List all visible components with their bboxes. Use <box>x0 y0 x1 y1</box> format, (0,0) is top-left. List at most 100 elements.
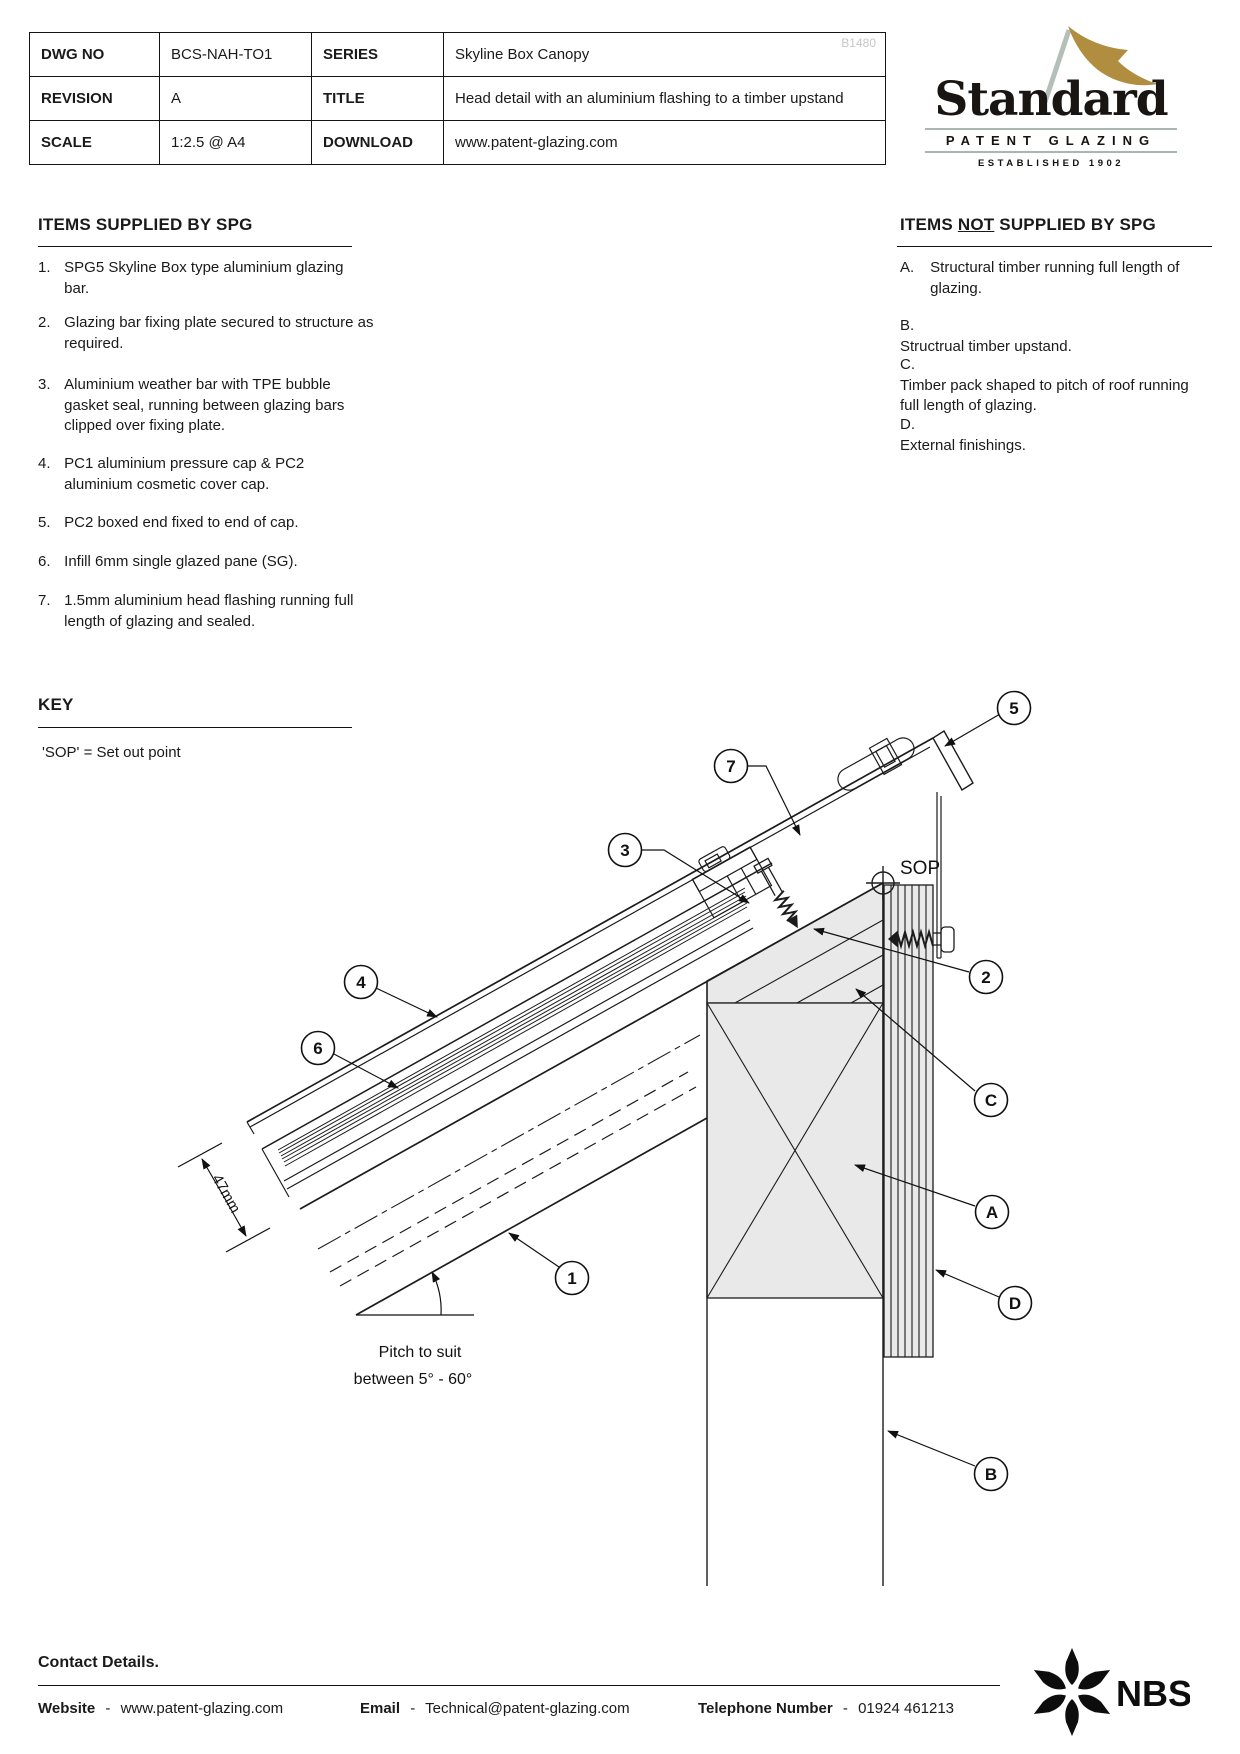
callout-2: 2 <box>968 959 1004 995</box>
pitch-note-line1: Pitch to suit <box>379 1344 462 1361</box>
logo-subtitle: PATENT GLAZING <box>925 128 1177 153</box>
callout-3: 3 <box>607 832 643 868</box>
callout-5: 5 <box>996 690 1032 726</box>
list-item: 2. Glazing bar fixing plate secured to s… <box>38 313 386 354</box>
title-value: Head detail with an aluminium flashing t… <box>443 76 886 121</box>
callout-A: A <box>974 1194 1010 1230</box>
callout-1: 1 <box>554 1260 590 1296</box>
callout-C: C <box>973 1082 1009 1118</box>
callout-6: 6 <box>300 1030 336 1066</box>
screw-icon <box>888 926 955 953</box>
svg-text:3: 3 <box>620 841 629 860</box>
footer-email: Email - Technical@patent-glazing.com <box>360 1700 630 1717</box>
item-text: Structrual timber upstand. <box>900 337 1072 355</box>
svg-text:C: C <box>985 1091 997 1110</box>
item-number: B. <box>900 317 915 334</box>
item-number: 5. <box>38 514 51 531</box>
list-item: 7. 1.5mm aluminium head flashing running… <box>38 591 366 632</box>
scale-label: SCALE <box>29 120 160 165</box>
logo-established: ESTABLISHED 1902 <box>977 158 1125 169</box>
dimension-label: 47mm <box>208 1171 243 1216</box>
item-text: External finishings. <box>900 436 1026 454</box>
nbs-flower-icon <box>1033 1648 1111 1736</box>
company-logo: Standard PATENT GLAZING ESTABLISHED 1902 <box>925 18 1177 169</box>
item-text: Timber pack shaped to pitch of roof runn… <box>900 376 1189 415</box>
svg-text:B: B <box>985 1465 997 1484</box>
sop-label: SOP <box>900 858 940 879</box>
download-value: www.patent-glazing.com <box>443 120 886 165</box>
list-item: 4. PC1 aluminium pressure cap & PC2 alum… <box>38 454 319 495</box>
list-item: 1. SPG5 Skyline Box type aluminium glazi… <box>38 258 349 299</box>
title-label: TITLE <box>311 76 444 121</box>
list-item: B. Structrual timber upstand. <box>900 316 1240 357</box>
footer-website: Website - www.patent-glazing.com <box>38 1700 284 1717</box>
item-number: D. <box>900 416 915 433</box>
download-label: DOWNLOAD <box>311 120 444 165</box>
item-text: SPG5 Skyline Box type aluminium glazing … <box>64 259 344 297</box>
logo-name: Standard <box>934 72 1168 127</box>
series-value: Skyline Box Canopy <box>443 32 886 77</box>
callout-7: 7 <box>713 748 749 784</box>
revision-label: REVISION <box>29 76 160 121</box>
svg-text:A: A <box>986 1203 998 1222</box>
list-item: 3. Aluminium weather bar with TPE bubble… <box>38 375 364 437</box>
item-text: Structural timber running full length of… <box>930 259 1180 297</box>
callout-D: D <box>997 1285 1033 1321</box>
svg-text:1: 1 <box>567 1269 576 1288</box>
not-supplied-divider <box>897 246 1212 247</box>
screw-icon <box>753 857 799 929</box>
item-number: 1. <box>38 259 51 276</box>
item-number: 6. <box>38 553 51 570</box>
scale-value: 1:2.5 @ A4 <box>159 120 312 165</box>
timber-upstand-edges <box>706 883 884 1586</box>
flag-icon <box>1042 26 1158 103</box>
timber-pack-shape <box>706 881 884 1004</box>
supplied-divider <box>38 246 352 247</box>
item-number: 3. <box>38 376 51 393</box>
footer-phone: Telephone Number - 01924 461213 <box>698 1700 955 1717</box>
phone-value: 01924 461213 <box>858 1700 955 1717</box>
item-number: C. <box>900 356 915 373</box>
website-value: www.patent-glazing.com <box>120 1700 284 1717</box>
email-value: Technical@patent-glazing.com <box>425 1700 630 1717</box>
list-item: C. Timber pack shaped to pitch of roof r… <box>900 355 1240 417</box>
item-text: 1.5mm aluminium head flashing running fu… <box>64 592 354 630</box>
phone-label: Telephone Number <box>698 1700 833 1717</box>
item-text: PC2 boxed end fixed to end of cap. <box>64 514 299 531</box>
item-number: 4. <box>38 455 51 472</box>
email-label: Email <box>360 1700 401 1717</box>
item-text: Aluminium weather bar with TPE bubble ga… <box>64 376 345 434</box>
supplied-title: ITEMS SUPPLIED BY SPG <box>38 215 253 234</box>
watermark-ref: B1480 <box>841 36 876 50</box>
contact-heading: Contact Details. <box>38 1654 159 1671</box>
key-divider <box>38 727 352 728</box>
item-text: Infill 6mm single glazed pane (SG). <box>64 553 298 570</box>
footer-divider <box>38 1685 1000 1686</box>
svg-text:7: 7 <box>726 757 735 776</box>
svg-text:2: 2 <box>981 968 990 987</box>
svg-text:D: D <box>1009 1294 1021 1313</box>
pitch-note-line2: between 5° - 60° <box>354 1371 473 1388</box>
callouts: 5 7 3 4 6 1 2 C <box>300 690 1033 1492</box>
item-text: Glazing bar fixing plate secured to stru… <box>64 314 374 352</box>
dimension-47mm <box>177 1142 271 1253</box>
nbs-logo: NBS <box>1033 1648 1190 1736</box>
pitch-angle <box>356 1271 474 1316</box>
svg-text:5: 5 <box>1009 699 1018 718</box>
key-title: KEY <box>38 695 74 714</box>
list-item: 5. PC2 boxed end fixed to end of cap. <box>38 513 384 534</box>
svg-text:4: 4 <box>356 973 366 992</box>
sop-marker <box>866 866 900 900</box>
revision-value: A <box>159 76 312 121</box>
item-number: 7. <box>38 592 51 609</box>
website-label: Website <box>38 1700 96 1717</box>
callout-B: B <box>973 1456 1009 1492</box>
dwg-no-label: DWG NO <box>29 32 160 77</box>
title-block: DWG NO BCS-NAH-TO1 SERIES Skyline Box Ca… <box>29 32 886 165</box>
list-item: 6. Infill 6mm single glazed pane (SG). <box>38 552 384 573</box>
external-finishings-shape <box>883 884 934 1358</box>
list-item: D. External finishings. <box>900 415 1240 456</box>
item-text: PC1 aluminium pressure cap & PC2 alumini… <box>64 455 305 493</box>
leader-lines <box>333 713 1001 1467</box>
